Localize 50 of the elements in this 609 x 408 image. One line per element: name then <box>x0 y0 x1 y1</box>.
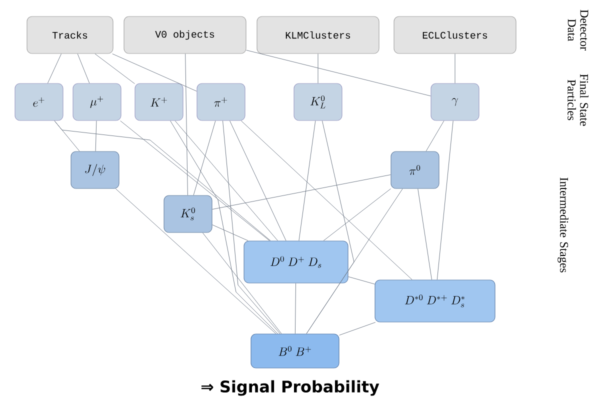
connector-line <box>426 120 444 152</box>
connector-line <box>77 54 90 84</box>
connector-line <box>54 120 271 241</box>
data-box: Tracks <box>26 16 114 54</box>
connector-line <box>222 120 280 334</box>
connector-line <box>454 54 456 84</box>
connector-line <box>47 54 62 84</box>
connector-line <box>298 120 316 241</box>
connector-line <box>212 174 391 210</box>
connector-line <box>112 54 197 92</box>
data-box: ECLClusters <box>394 16 516 54</box>
particle-box: $\mu^{+}$ <box>72 83 122 121</box>
connector-line <box>202 232 282 334</box>
particle-box: $B^{0}\ B^{+}$ <box>250 334 340 368</box>
stage-label: Detector Data <box>568 10 588 50</box>
caption: ⇒ Signal Probability <box>201 380 380 396</box>
connector-line <box>436 120 454 280</box>
connector-line <box>94 54 135 84</box>
connector-line <box>170 120 278 334</box>
connector-line <box>193 120 216 196</box>
connector-line <box>240 120 412 280</box>
connector-line <box>54 120 80 152</box>
particle-box: $D^{0}\ D^{+}\ D_{s}$ <box>244 240 348 284</box>
stage-label: Final State Particles <box>568 74 588 126</box>
connector-line <box>120 120 270 241</box>
particle-box: $J/\psi$ <box>70 151 120 189</box>
particle-box: $\pi^{+}$ <box>196 83 246 121</box>
connector-line <box>348 276 375 284</box>
connector-line <box>116 188 276 334</box>
connector-line <box>418 188 432 280</box>
data-box: KLMClusters <box>256 16 380 54</box>
connector-line <box>174 120 278 241</box>
particle-box: $D^{*0}\ D^{*+}\ D_{s}^{*}$ <box>374 280 496 322</box>
connector-line <box>294 283 296 334</box>
stage-label: Intermediate Stages <box>558 178 568 272</box>
connector-line <box>95 120 97 152</box>
particle-box: $e^{+}$ <box>14 83 64 121</box>
particle-box: $K_{L}^{0}$ <box>294 83 342 121</box>
connector-line <box>246 50 431 96</box>
connector-line <box>185 54 188 196</box>
connector-line <box>212 224 248 241</box>
connector-line <box>306 188 403 334</box>
connector-line <box>339 322 376 336</box>
particle-box: $\pi^{0}$ <box>390 151 440 189</box>
particle-box: $\gamma$ <box>430 83 480 121</box>
connector-line <box>323 188 391 241</box>
particle-box: $K^{+}$ <box>134 83 184 121</box>
connector-line <box>230 120 286 241</box>
particle-box: $K_{s}^{0}$ <box>164 195 212 233</box>
data-box: V0 objects <box>124 16 246 54</box>
